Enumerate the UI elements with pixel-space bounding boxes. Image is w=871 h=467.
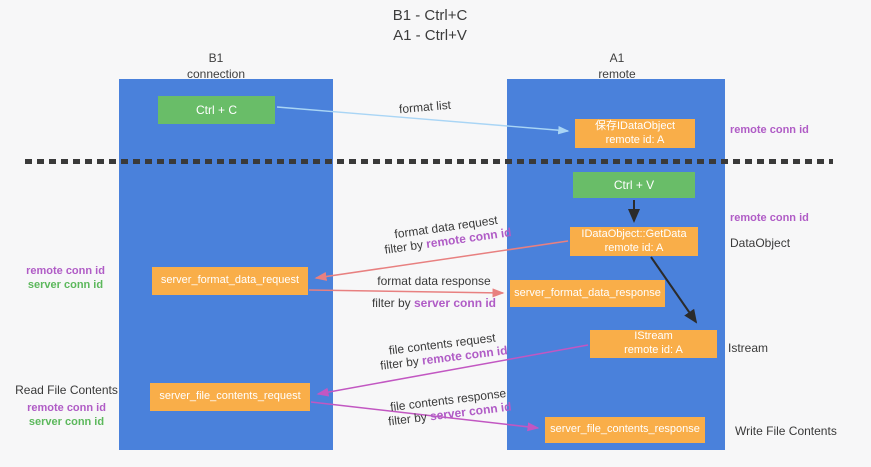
label-format-list: format list bbox=[385, 97, 466, 118]
title-line-1: B1 - Ctrl+C bbox=[392, 7, 468, 24]
file-response-label: server_file_contents_response bbox=[550, 423, 700, 436]
server-conn-id-label: server conn id bbox=[27, 278, 104, 291]
column-header-a1: A1 remote bbox=[517, 50, 717, 82]
filter-by-text: filter by bbox=[379, 353, 423, 373]
server-conn-id-label: server conn id bbox=[28, 415, 105, 428]
column-a1-name: A1 bbox=[609, 51, 625, 65]
write-file-contents-label: Write File Contents bbox=[735, 424, 837, 438]
format-data-response-filter: filter by server conn id bbox=[365, 296, 503, 310]
filter-by-text: filter by bbox=[383, 237, 428, 257]
format-list-text: format list bbox=[398, 97, 452, 117]
column-a1-role: remote bbox=[598, 67, 636, 82]
node-idataobject-getdata: IDataObject::GetData remote id: A bbox=[570, 227, 698, 256]
ctrl-v-label: Ctrl + V bbox=[613, 177, 655, 192]
getdata-line1: IDataObject::GetData bbox=[581, 227, 687, 240]
filter-by-text: filter by bbox=[371, 296, 414, 310]
format-response-label: server_format_data_response bbox=[514, 286, 661, 299]
read-file-contents-label: Read File Contents bbox=[15, 383, 118, 397]
right-top-remote-conn-id: remote conn id bbox=[730, 124, 809, 136]
diagram-title: B1 - Ctrl+C A1 - Ctrl+V bbox=[0, 6, 860, 47]
save-dataobject-line2: remote id: A bbox=[605, 133, 665, 146]
istream-line2: remote id: A bbox=[624, 344, 683, 356]
istream-line1: IStream bbox=[634, 330, 673, 343]
dataobject-label: DataObject bbox=[730, 236, 791, 250]
format-request-label: server_format_data_request bbox=[160, 274, 300, 287]
node-ctrl-v: Ctrl + V bbox=[573, 172, 695, 198]
node-save-dataobject: 保存IDataObject remote id: A bbox=[575, 119, 695, 148]
getdata-line2: remote id: A bbox=[604, 241, 664, 254]
node-istream: IStream remote id: A bbox=[590, 330, 717, 358]
label-file-contents-request: file contents request filter by remote c… bbox=[375, 329, 511, 373]
phase-separator-dashed-line bbox=[25, 159, 833, 164]
left-mid-conn-ids: remote conn id server conn id bbox=[18, 265, 113, 293]
ctrl-c-label: Ctrl + C bbox=[195, 102, 237, 117]
left-bottom-labels: Read File Contents remote conn id server… bbox=[14, 383, 119, 430]
title-line-2: A1 - Ctrl+V bbox=[393, 27, 467, 45]
column-b1-role: connection bbox=[186, 67, 246, 82]
label-format-data-request: format data request filter by remote con… bbox=[377, 211, 518, 258]
format-data-response-text: format data response bbox=[377, 274, 491, 288]
remote-conn-id-label: remote conn id bbox=[26, 265, 105, 277]
save-dataobject-line1: 保存IDataObject bbox=[594, 119, 676, 132]
column-b1-name: B1 bbox=[208, 51, 224, 65]
node-server-format-data-response: server_format_data_response bbox=[510, 280, 665, 307]
node-server-file-contents-response: server_file_contents_response bbox=[545, 417, 705, 443]
label-file-contents-response: file contents response filter by server … bbox=[377, 384, 521, 429]
remote-conn-id-label: remote conn id bbox=[27, 402, 106, 414]
file-request-label: server_file_contents_request bbox=[159, 390, 301, 403]
node-server-format-data-request: server_format_data_request bbox=[152, 267, 308, 295]
label-format-data-response: format data response filter by server co… bbox=[365, 274, 503, 310]
server-conn-id-text: server conn id bbox=[413, 296, 497, 310]
node-ctrl-c: Ctrl + C bbox=[158, 96, 275, 124]
column-header-b1: B1 connection bbox=[116, 50, 316, 82]
right-mid-remote-conn-id: remote conn id bbox=[730, 212, 809, 224]
node-server-file-contents-request: server_file_contents_request bbox=[150, 383, 310, 411]
istream-side-label: Istream bbox=[728, 341, 769, 355]
